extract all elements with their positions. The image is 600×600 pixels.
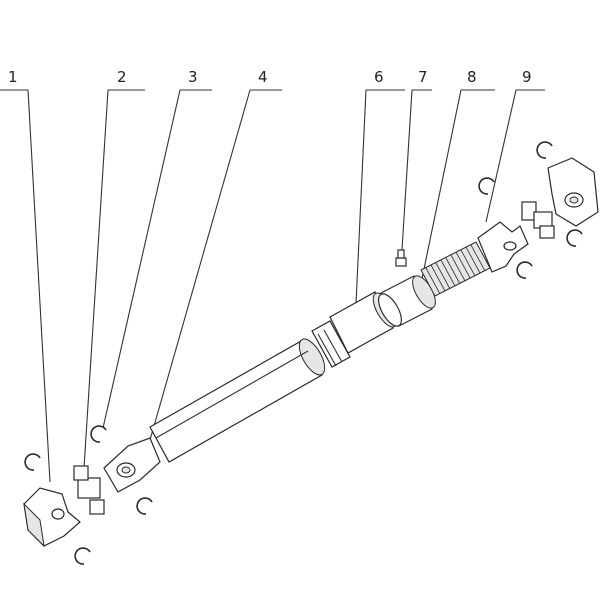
grease-fitting-base [395,257,407,267]
flange-yoke-body [547,157,599,227]
slip-yoke-eye [503,241,517,251]
callout-9: 9 [485,68,545,223]
end-yoke-side [23,502,45,548]
spline-teeth [425,244,486,295]
cross-cap-top [73,465,89,481]
tube-yoke-hole [121,466,131,474]
spline-body [420,241,491,297]
snap-ring-left-top [24,453,41,471]
end-yoke-eye [51,508,65,520]
shaft-tube-body [149,339,323,463]
splined-shaft [420,241,491,297]
snap-ring-left-bottom [74,547,91,565]
slip-sleeve-start [378,293,402,327]
part-8-slip-sleeve [378,275,436,327]
part-1-end-yoke [23,487,81,548]
callout-number-9: 9 [522,68,532,86]
sleeve-ring-line [317,333,337,367]
part-7-grease-fitting [395,249,407,267]
callout-4: 4 [149,68,282,441]
leader-line-1 [27,89,51,483]
callout-1: 1 [0,68,51,483]
leader-line-8 [417,89,462,299]
shaft-tube [149,338,326,463]
cross-cap-bottom [89,499,105,515]
callout-number-6: 6 [374,68,384,86]
leader-line-3 [102,89,181,429]
leader-line-7 [401,89,413,251]
right-cross-bearing [521,201,555,239]
right-cross-cap-b [539,225,555,239]
snap-ring-right-upper [536,141,553,159]
callout-number-7: 7 [418,68,428,86]
slip-yoke-body [477,221,529,273]
cross-center [77,477,101,499]
leader-line-4 [149,89,251,441]
sleeve-ring-line-2 [323,329,343,363]
callout-3: 3 [102,68,212,429]
snap-rings [24,141,583,565]
grease-fitting-nipple [397,249,405,259]
snap-ring-left-mid [136,497,153,515]
snap-ring-right-bottom [516,261,533,279]
callout-8: 8 [417,68,495,299]
flange-yoke-hole [569,196,579,204]
leader-line-2 [83,89,109,469]
callout-6: 6 [354,68,405,326]
leader-line-9 [485,89,517,223]
leader-line-6 [354,89,367,326]
part-9-slip-yoke [477,221,529,273]
snap-ring-right-lower [566,229,583,247]
right-flange-yoke [547,157,599,227]
callout-number-2: 2 [117,68,127,86]
sleeve-collar [311,320,351,368]
callout-number-4: 4 [258,68,268,86]
callout-number-8: 8 [467,68,477,86]
part-2-cross-bearing [73,465,105,515]
snap-ring-part-3 [90,425,107,443]
right-cross-cap-a [521,201,537,221]
snap-ring-right-top [478,177,495,195]
part-4-tube-yoke [103,437,161,493]
callout-7: 7 [401,68,432,251]
callout-2: 2 [83,68,145,469]
callout-number-3: 3 [188,68,198,86]
callout-number-1: 1 [8,68,18,86]
shaft-tube-highlight [155,350,309,439]
shaft-tube-end [298,338,326,376]
